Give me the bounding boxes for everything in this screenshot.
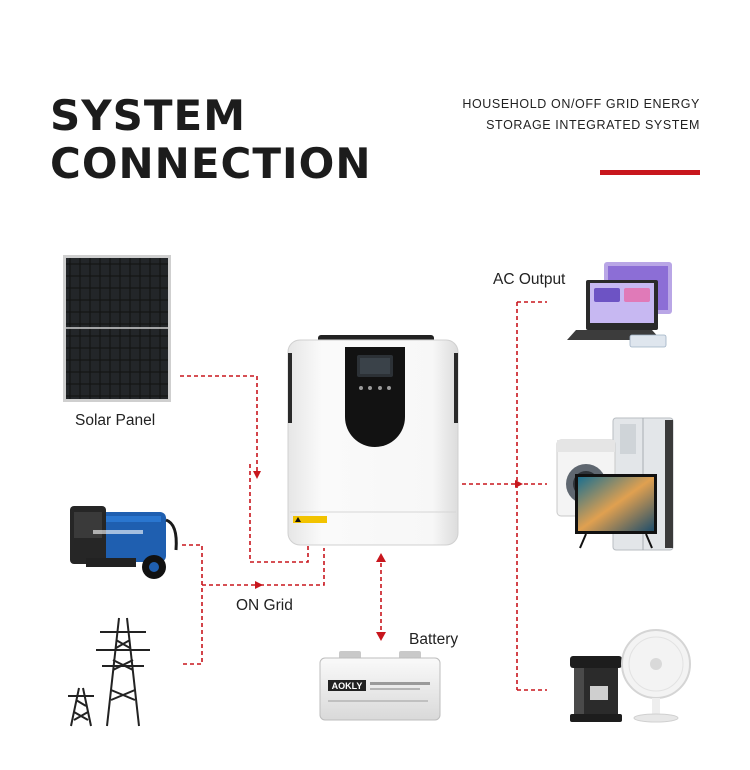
television-icon	[575, 474, 657, 549]
battery-arrow-up-icon	[376, 553, 386, 562]
on-grid-label: ON Grid	[236, 597, 293, 614]
subtitle-line-2: STORAGE INTEGRATED SYSTEM	[486, 118, 700, 132]
solar-to-inverter-line	[180, 375, 261, 479]
grid-source-line	[182, 544, 203, 665]
battery-icon: AOKLY	[319, 651, 441, 721]
coffee-machine-icon	[570, 656, 622, 722]
connection-lines	[180, 301, 547, 691]
page-subtitle: HOUSEHOLD ON/OFF GRID ENERGY STORAGE INT…	[462, 94, 700, 136]
solar-panel-label: Solar Panel	[75, 412, 156, 429]
ac-output-label: AC Output	[493, 271, 566, 288]
battery-label: Battery	[409, 631, 459, 648]
battery-arrow-down-icon	[376, 632, 386, 641]
laptop-tablet-icon	[567, 262, 672, 348]
inverter-feed-line	[249, 464, 309, 563]
accent-bar	[600, 170, 700, 175]
page-title: SYSTEM CONNECTION	[50, 92, 371, 188]
title-line-1: SYSTEM	[50, 91, 247, 140]
fan-icon	[621, 629, 691, 723]
title-line-2: CONNECTION	[50, 139, 372, 188]
generator-icon	[70, 506, 178, 579]
inverter-icon	[287, 335, 459, 546]
on-grid-to-inverter-line	[260, 548, 325, 586]
battery-brand-mark: AOKLY	[332, 681, 363, 691]
solar-panel-icon	[63, 255, 171, 402]
subtitle-line-1: HOUSEHOLD ON/OFF GRID ENERGY	[462, 97, 700, 111]
transmission-tower-icon	[68, 617, 150, 727]
